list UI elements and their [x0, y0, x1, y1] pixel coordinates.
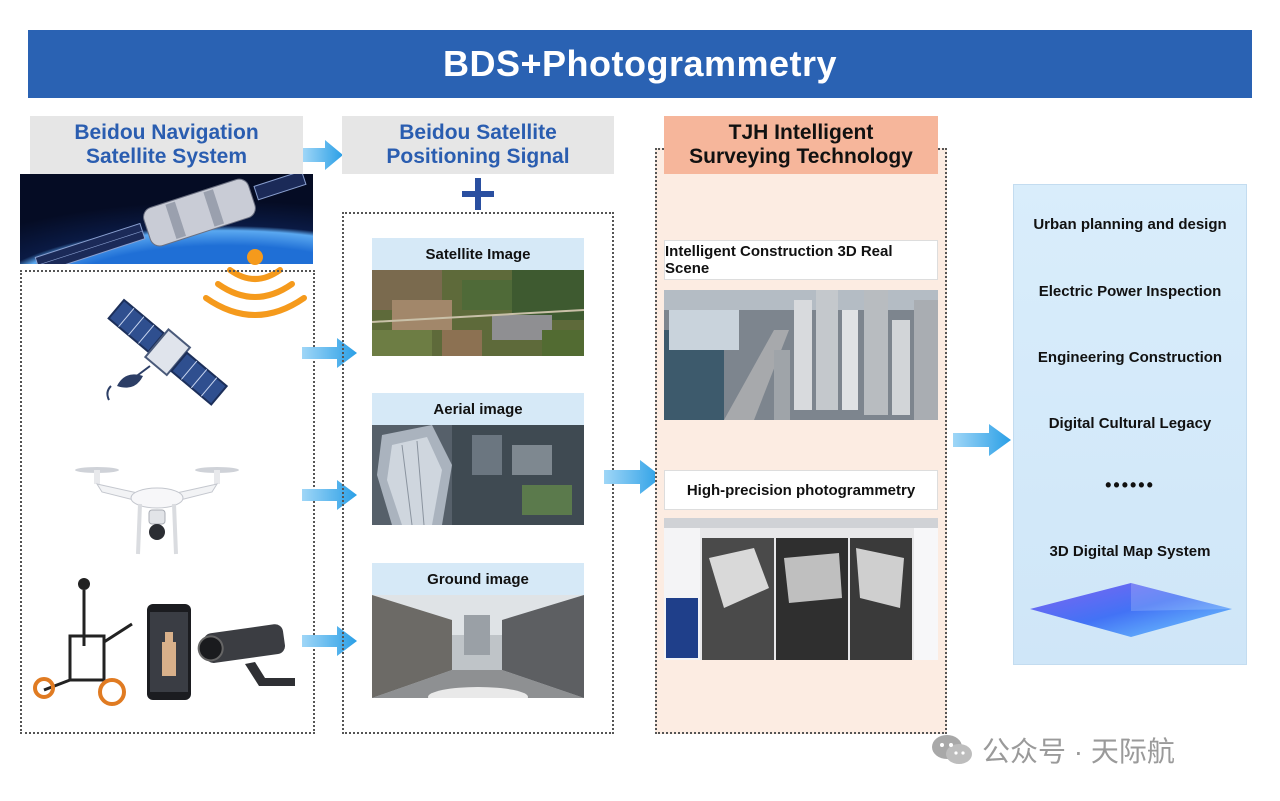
ground-image-photo [372, 595, 584, 698]
smartphone-icon [145, 602, 193, 702]
signal-waves-icon [200, 248, 310, 328]
ellipsis-dots: •••••• [1105, 475, 1155, 495]
arrow-icon [953, 424, 1011, 456]
3d-city-model-photo [664, 290, 938, 420]
page-title: BDS+Photogrammetry [442, 43, 838, 84]
applications-panel: Urban planning and design Electric Power… [1013, 184, 1247, 665]
satellite-earth-photo [20, 174, 313, 264]
drone-icon [72, 458, 242, 558]
title-banner: BDS+Photogrammetry [28, 30, 1252, 98]
satellite-icon [95, 288, 240, 418]
3d-map-diamond-icon [1028, 581, 1234, 641]
arrow-icon [604, 460, 662, 494]
application-item: Digital Cultural Legacy [1048, 415, 1212, 432]
photogrammetry-label: High-precision photogrammetry [664, 470, 938, 510]
watermark: 公众号 · 天际航 [930, 730, 1250, 770]
satellite-image-label: Satellite Image [372, 238, 584, 270]
mobile-mapping-cart-icon [32, 576, 138, 708]
application-item: 3D Digital Map System [1049, 543, 1211, 560]
tjh-technology-header: TJH Intelligent Surveying Technology [664, 116, 938, 174]
ground-image-label: Ground image [372, 563, 584, 595]
satellite-image-photo [372, 270, 584, 356]
beidou-system-header: Beidou Navigation Satellite System [30, 116, 303, 174]
positioning-signal-header: Beidou Satellite Positioning Signal [342, 116, 614, 174]
plus-icon [460, 176, 496, 212]
watermark-text: 公众号 · 天际航 [982, 736, 1175, 767]
photogrammetry-software-screenshot [664, 518, 938, 660]
application-item: Engineering Construction [1037, 349, 1223, 366]
application-item: Electric Power Inspection [1038, 283, 1222, 300]
cctv-camera-icon [195, 618, 303, 694]
wechat-icon [930, 733, 974, 767]
application-item: Urban planning and design [1033, 216, 1227, 233]
arrow-icon [303, 140, 343, 170]
3d-real-scene-label: Intelligent Construction 3D Real Scene [664, 240, 938, 280]
aerial-image-label: Aerial image [372, 393, 584, 425]
aerial-image-photo [372, 425, 584, 525]
data-source-box [20, 270, 315, 734]
